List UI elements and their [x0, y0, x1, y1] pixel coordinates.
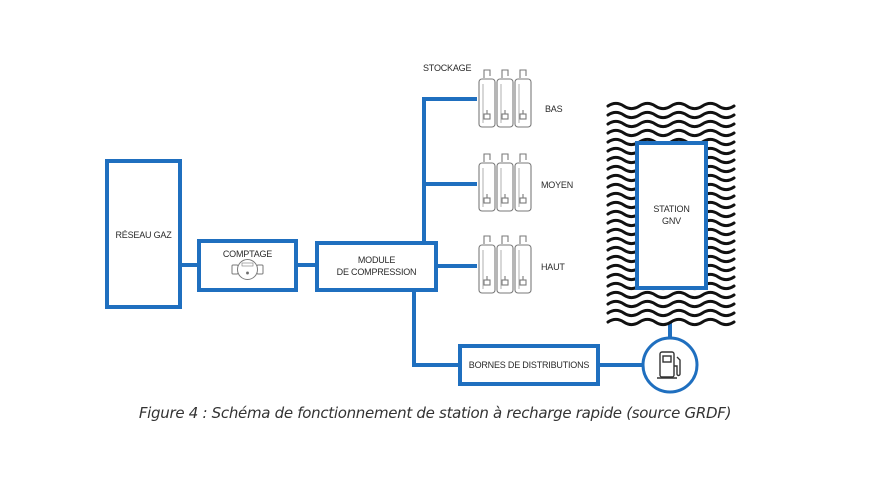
gas-cylinder-icon	[514, 235, 532, 294]
connectors	[180, 97, 672, 367]
reseau-gaz-label: RÉSEAU GAZ	[115, 230, 172, 240]
wave-line	[606, 101, 736, 111]
station-gnv-node: STATION GNV	[635, 141, 708, 290]
stockage-label: STOCKAGE	[423, 63, 471, 73]
module-compression-box	[315, 241, 438, 292]
wave-line	[606, 110, 736, 120]
module-compression-node: MODULE DE COMPRESSION	[315, 241, 438, 292]
gas-cylinder-icon	[496, 235, 514, 294]
reseau-gaz-node: RÉSEAU GAZ	[105, 159, 182, 309]
station-gnv-box	[635, 141, 708, 290]
reseau-gaz-box	[105, 159, 182, 309]
module-label-line2: DE COMPRESSION	[337, 267, 417, 277]
tank-bas-label: BAS	[545, 104, 563, 114]
gas-cylinder-icon	[478, 235, 496, 294]
wave-line	[606, 290, 736, 300]
connector-module-stockage-trunk	[422, 97, 477, 243]
wave-line	[606, 317, 736, 327]
bornes-label: BORNES DE DISTRIBUTIONS	[469, 360, 590, 370]
gas-cylinder-icon	[496, 153, 514, 212]
gas-cylinder-icon	[496, 69, 514, 128]
wave-line	[606, 308, 736, 318]
pump-circle	[641, 336, 699, 394]
tank-group-bas	[478, 69, 532, 128]
comptage-label: COMPTAGE	[223, 249, 272, 259]
gas-cylinder-icon	[478, 69, 496, 128]
wave-line	[606, 128, 736, 138]
fuel-pump-icon	[657, 351, 681, 379]
fuel-pump-node	[641, 336, 699, 394]
tank-group-moyen	[478, 153, 532, 212]
gas-cylinder-icon	[514, 69, 532, 128]
connector-module-bornes	[412, 290, 460, 367]
tank-group-haut	[478, 235, 532, 294]
gas-cylinder-icon	[478, 153, 496, 212]
gas-cylinder-icon	[514, 153, 532, 212]
station-label-line2: GNV	[662, 216, 681, 226]
tank-groups	[478, 69, 532, 294]
tank-haut-label: HAUT	[541, 262, 565, 272]
wave-line	[606, 119, 736, 129]
module-label-line1: MODULE	[358, 255, 396, 265]
figure-caption: Figure 4 : Schéma de fonctionnement de s…	[138, 404, 732, 422]
bornes-node: BORNES DE DISTRIBUTIONS	[458, 344, 600, 386]
wave-line	[606, 299, 736, 309]
gas-meter-icon	[231, 259, 264, 280]
bornes-box	[458, 344, 600, 386]
tank-moyen-label: MOYEN	[541, 180, 573, 190]
comptage-node: COMPTAGE	[197, 239, 298, 292]
station-label-line1: STATION	[653, 204, 689, 214]
